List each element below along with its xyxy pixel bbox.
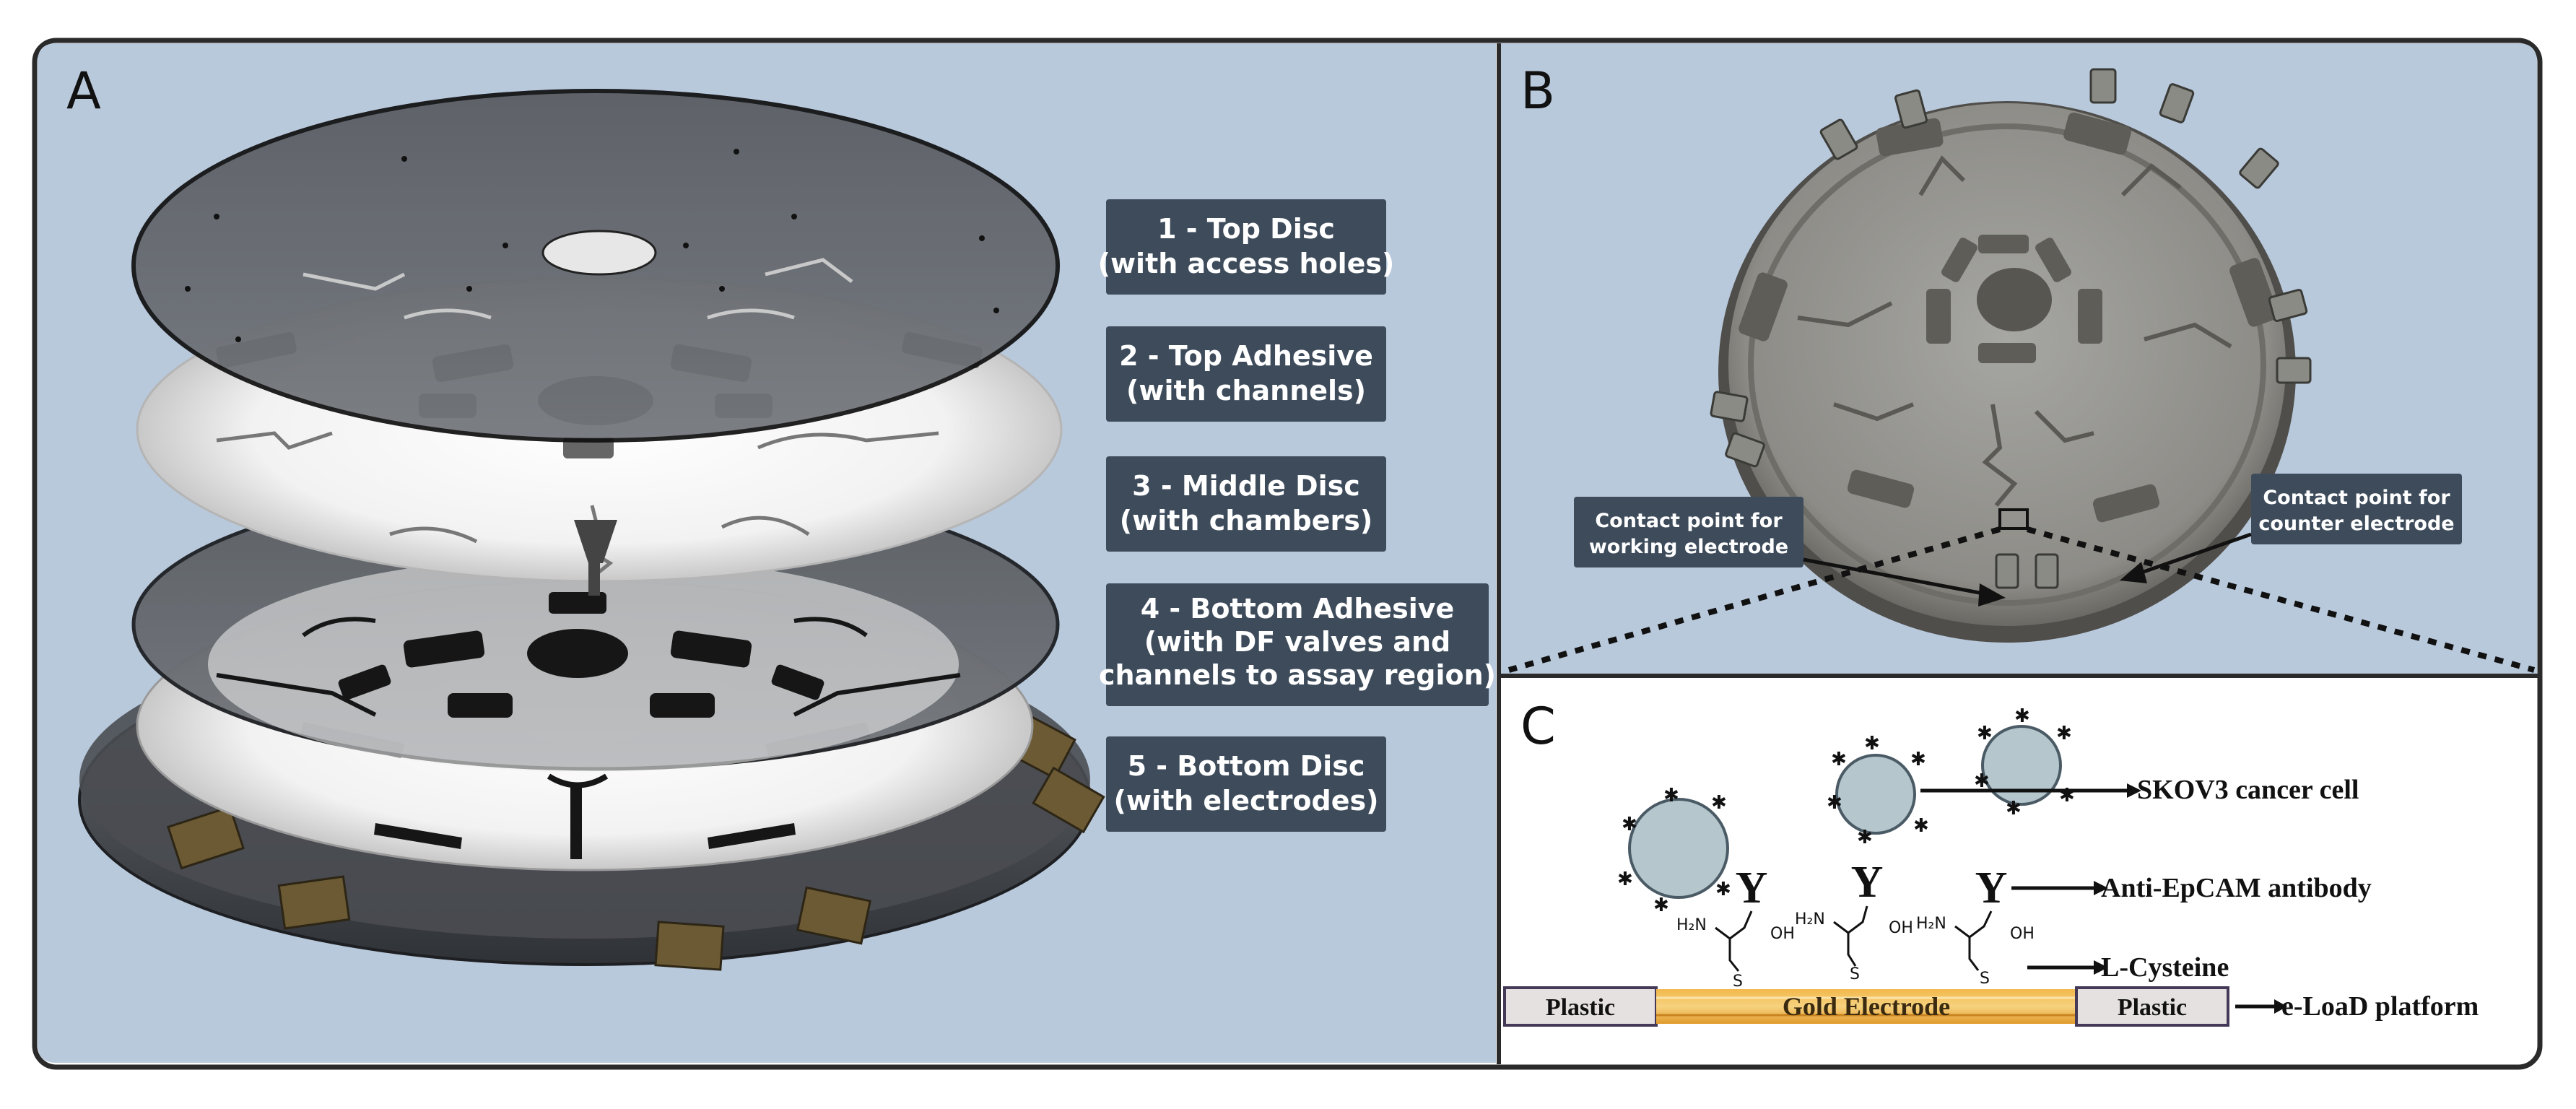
antibody-row: Y Y Y (1736, 858, 2008, 913)
cancer-cell-free-1 (1835, 754, 1916, 835)
assay-region-marker (1998, 508, 2029, 530)
svg-text:✱: ✱ (1977, 723, 1993, 744)
plastic-right (2075, 986, 2229, 1027)
cysteine-label: L-Cysteine (2101, 952, 2229, 983)
layer-label-5: 5 - Bottom Disc (with electrodes) (1106, 736, 1386, 832)
label-arrowheads (2094, 783, 2287, 1014)
svg-text:(with chambers): (with chambers) (1120, 505, 1372, 536)
svg-text:3 - Middle Disc: 3 - Middle Disc (1132, 470, 1360, 502)
svg-text:H₂N: H₂N (1795, 910, 1825, 928)
antibody-label: Anti-EpCAM antibody (2101, 873, 2372, 903)
svg-text:✱: ✱ (1857, 827, 1873, 848)
svg-text:working electrode: working electrode (1589, 536, 1788, 558)
svg-text:H₂N: H₂N (1916, 915, 1946, 933)
cell-antibody-markers: ✱ ✱ ✱ ✱ ✱ ✱ ✱ ✱ ✱ ✱ ✱ ✱ ✱ ✱ ✱ ✱ ✱ ✱ (1617, 705, 2075, 916)
svg-text:(with electrodes): (with electrodes) (1113, 785, 1378, 817)
svg-text:✱: ✱ (1653, 895, 1669, 916)
svg-text:OH: OH (1889, 919, 1913, 937)
panel-c: C ✱ ✱ ✱ ✱ ✱ ✱ ✱ ✱ ✱ ✱ ✱ ✱ ✱ ✱ ✱ ✱ ✱ ✱ SKOV3 cancer c… (1503, 697, 2479, 1027)
svg-text:channels to assay region): channels to assay region) (1099, 659, 1496, 691)
panel-a: A (38, 43, 1496, 1063)
panel-c-letter: C (1520, 697, 1556, 756)
svg-text:S: S (1980, 970, 1990, 988)
svg-text:H₂N: H₂N (1676, 916, 1707, 934)
svg-text:2 - Top Adhesive: 2 - Top Adhesive (1119, 340, 1373, 372)
plastic-left (1503, 986, 1658, 1027)
callout-working-electrode: Contact point for working electrode (1574, 497, 2006, 606)
svg-text:Gold Electrode: Gold Electrode (1783, 992, 1950, 1021)
svg-text:Contact point for: Contact point for (2263, 487, 2450, 509)
cancer-cell-bound (1628, 798, 1729, 899)
panel-b-letter: B (1520, 61, 1555, 121)
svg-text:Contact point for: Contact point for (1595, 510, 1783, 532)
svg-text:(with access holes): (with access holes) (1098, 248, 1395, 279)
svg-text:✱: ✱ (1864, 733, 1880, 754)
svg-text:✱: ✱ (2059, 785, 2075, 806)
layer-label-4: 4 - Bottom Adhesive (with DF valves and … (1099, 583, 1496, 706)
svg-text:Y: Y (1736, 864, 1768, 913)
platform-label: e-LoaD platform (2281, 991, 2479, 1022)
svg-text:OH: OH (2010, 925, 2035, 943)
contact-clips (1710, 68, 2312, 589)
svg-text:✱: ✱ (2014, 705, 2030, 727)
svg-text:✱: ✱ (2006, 798, 2022, 819)
cysteine-molecules: H₂N OH S H₂N OH S H₂N OH S (1676, 905, 2035, 991)
svg-text:Y: Y (1975, 864, 2008, 913)
svg-text:✱: ✱ (1617, 869, 1633, 890)
svg-text:✱: ✱ (1622, 814, 1637, 835)
panel-a-letter: A (66, 61, 101, 121)
svg-text:✱: ✱ (1831, 749, 1847, 770)
layer-label-3: 3 - Middle Disc (with chambers) (1106, 456, 1386, 552)
svg-text:1 - Top Disc: 1 - Top Disc (1157, 213, 1335, 245)
assembled-disc (1710, 68, 2312, 643)
layer-label-1: 1 - Top Disc (with access holes) (1098, 199, 1395, 295)
cancer-cell-free-2 (1981, 725, 2062, 806)
svg-text:Plastic: Plastic (2118, 994, 2187, 1021)
svg-text:✱: ✱ (1827, 792, 1842, 814)
svg-text:✱: ✱ (1711, 792, 1727, 814)
cell-label: SKOV3 cancer cell (2137, 775, 2359, 805)
svg-text:counter electrode: counter electrode (2258, 513, 2454, 535)
svg-text:✱: ✱ (2056, 723, 2072, 744)
top-disc (131, 89, 1060, 443)
svg-text:✱: ✱ (1715, 879, 1731, 900)
zoom-lines (1507, 526, 2536, 673)
svg-text:✱: ✱ (1910, 749, 1926, 770)
callout-counter-electrode: Contact point for counter electrode (2120, 474, 2462, 583)
svg-text:S: S (1733, 973, 1743, 991)
svg-text:Plastic: Plastic (1546, 994, 1615, 1021)
svg-text:5 - Bottom Disc: 5 - Bottom Disc (1128, 750, 1365, 782)
svg-text:(with channels): (with channels) (1126, 375, 1366, 406)
panel-b: B (1501, 43, 2537, 677)
svg-text:✱: ✱ (1913, 815, 1929, 837)
svg-text:4 - Bottom Adhesive: 4 - Bottom Adhesive (1141, 593, 1455, 625)
svg-text:(with DF valves and: (with DF valves and (1144, 626, 1450, 658)
svg-text:✱: ✱ (1663, 785, 1679, 806)
svg-text:Y: Y (1851, 858, 1884, 907)
svg-text:OH: OH (1770, 925, 1795, 943)
electrode-bar: Plastic Gold Electrode Plastic (1503, 986, 2229, 1027)
svg-text:S: S (1850, 965, 1860, 983)
svg-text:✱: ✱ (1974, 770, 1990, 792)
gold-electrode (1656, 989, 2076, 1024)
layer-label-2: 2 - Top Adhesive (with channels) (1106, 326, 1386, 422)
